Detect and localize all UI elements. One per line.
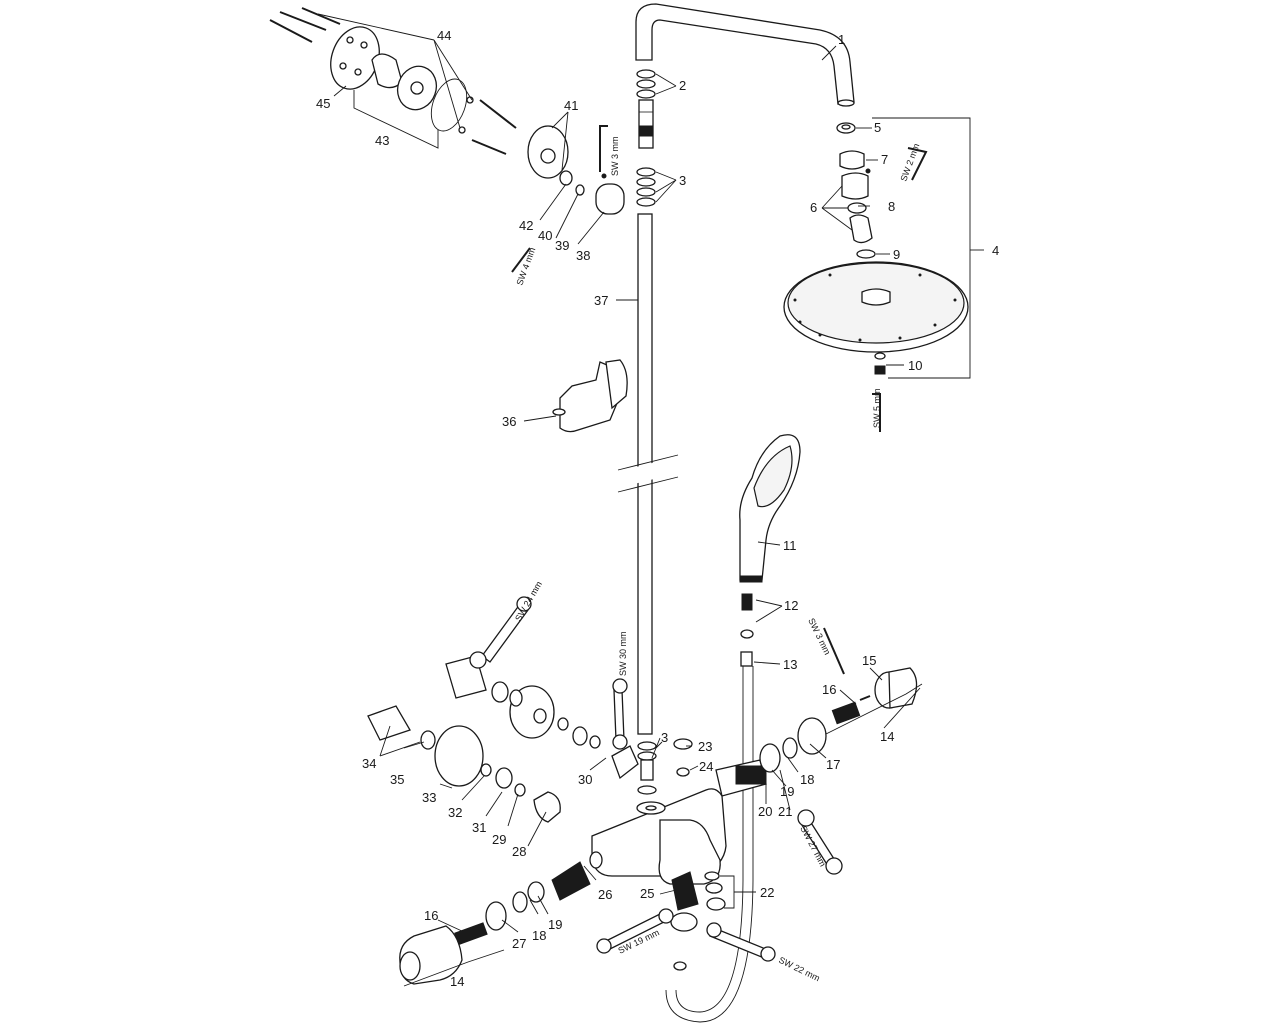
callout-24: 24 bbox=[699, 759, 713, 774]
right-handle-parts bbox=[715, 667, 918, 797]
callout-15: 15 bbox=[862, 653, 876, 668]
callout-18: 18 bbox=[800, 772, 814, 787]
callout-33: 33 bbox=[422, 790, 436, 805]
callout-1: 1 bbox=[838, 32, 845, 47]
callout-29: 29 bbox=[492, 832, 506, 847]
riser-pipe bbox=[617, 213, 679, 735]
leader-lines bbox=[317, 13, 984, 987]
callout-22: 22 bbox=[760, 885, 774, 900]
upper-seals-and-connector bbox=[636, 69, 656, 207]
callout-31: 31 bbox=[472, 820, 486, 835]
callout-20: 20 bbox=[758, 804, 772, 819]
spanner-tools bbox=[469, 596, 843, 962]
callout-3-lower: 3 bbox=[661, 730, 668, 745]
hand-shower-holder bbox=[552, 359, 628, 433]
callout-44: 44 bbox=[437, 28, 451, 43]
callout-21: 21 bbox=[778, 804, 792, 819]
sw4-label: SW 4 mm bbox=[514, 246, 537, 287]
callout-26: 26 bbox=[598, 887, 612, 902]
callout-19: 19 bbox=[780, 784, 794, 799]
callout-16: 16 bbox=[822, 682, 836, 697]
callout-39: 39 bbox=[555, 238, 569, 253]
callout-14: 14 bbox=[880, 729, 894, 744]
callout-45: 45 bbox=[316, 96, 330, 111]
callout-16-lower: 16 bbox=[424, 908, 438, 923]
callout-4: 4 bbox=[992, 243, 999, 258]
callout-37: 37 bbox=[594, 293, 608, 308]
callout-25: 25 bbox=[640, 886, 654, 901]
callout-11: 11 bbox=[783, 538, 797, 553]
sw5-label: SW 5 mm bbox=[872, 389, 882, 429]
thermostat-body bbox=[591, 788, 727, 885]
callout-13: 13 bbox=[783, 657, 797, 672]
callout-5: 5 bbox=[874, 120, 881, 135]
callout-42: 42 bbox=[519, 218, 533, 233]
callout-32: 32 bbox=[448, 805, 462, 820]
callout-19-lower: 19 bbox=[548, 917, 562, 932]
shower-arm bbox=[635, 3, 855, 107]
shower-hose bbox=[665, 593, 754, 1023]
callout-38: 38 bbox=[576, 248, 590, 263]
sw30-label: SW 30 mm bbox=[618, 631, 628, 676]
callout-8: 8 bbox=[888, 199, 895, 214]
callout-2: 2 bbox=[679, 78, 686, 93]
callout-27: 27 bbox=[512, 936, 526, 951]
spout-parts bbox=[637, 738, 726, 971]
callout-14-lower: 14 bbox=[450, 974, 464, 989]
callout-41: 41 bbox=[564, 98, 578, 113]
callout-34: 34 bbox=[362, 756, 376, 771]
callout-30: 30 bbox=[578, 772, 592, 787]
hand-shower bbox=[739, 434, 801, 583]
left-handle-parts bbox=[367, 655, 639, 823]
callout-35: 35 bbox=[390, 772, 404, 787]
sw3-top-label: SW 3 mm bbox=[610, 137, 620, 177]
sw22-label: SW 22 mm bbox=[777, 955, 821, 984]
lower-left-handle bbox=[399, 851, 603, 985]
callout-12: 12 bbox=[784, 598, 798, 613]
callout-9: 9 bbox=[893, 247, 900, 262]
sw2-label: SW 2 mm bbox=[898, 142, 921, 183]
callout-23: 23 bbox=[698, 739, 712, 754]
overhead-shower-assembly bbox=[783, 122, 969, 375]
callout-7: 7 bbox=[881, 152, 888, 167]
callout-6: 6 bbox=[810, 200, 817, 215]
callout-40: 40 bbox=[538, 228, 552, 243]
callout-17: 17 bbox=[826, 757, 840, 772]
callout-18-lower: 18 bbox=[532, 928, 546, 943]
callout-labels: 1 2 3 4 5 6 7 8 9 10 11 12 13 14 15 16 1… bbox=[316, 28, 999, 989]
callout-36: 36 bbox=[502, 414, 516, 429]
callout-10: 10 bbox=[908, 358, 922, 373]
callout-43: 43 bbox=[375, 133, 389, 148]
callout-28: 28 bbox=[512, 844, 526, 859]
callout-3: 3 bbox=[679, 173, 686, 188]
wall-bracket-parts bbox=[269, 7, 625, 215]
hex-keys bbox=[511, 125, 928, 675]
